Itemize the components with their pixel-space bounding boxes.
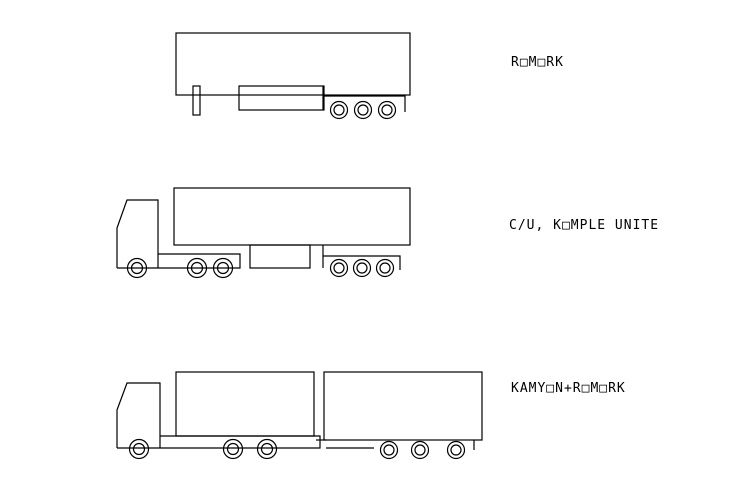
vehicle-label-1: R□M□RK <box>511 55 564 70</box>
landing-leg <box>192 85 201 116</box>
underbody-box <box>238 85 325 111</box>
semi-trailer-drawing <box>175 32 411 120</box>
underbody-box <box>249 244 311 269</box>
wheel <box>329 100 349 120</box>
truck-cab <box>116 382 161 448</box>
tractor-cab <box>116 199 159 268</box>
tractor-chassis <box>117 253 241 269</box>
trailer-box <box>175 32 411 96</box>
wheel <box>446 440 466 460</box>
wheel-arch <box>322 245 401 270</box>
wheel <box>126 257 148 279</box>
wheel <box>212 257 234 279</box>
vehicle-label-2: C/U, K□MPLE UNITE <box>509 218 659 233</box>
truck-trailer-drawing <box>116 371 483 460</box>
wheel <box>329 258 349 278</box>
wheel <box>352 258 372 278</box>
wheel <box>377 100 397 120</box>
wheel <box>375 258 395 278</box>
wheel <box>379 440 399 460</box>
trailer-chassis <box>326 440 475 450</box>
vehicle-label-3: KAMY□N+R□M□RK <box>511 381 626 396</box>
wheel <box>128 438 150 460</box>
trailer-box <box>173 187 411 246</box>
truck-cargo-box <box>175 371 315 437</box>
trailer-box <box>323 371 483 441</box>
wheel <box>256 438 278 460</box>
wheel <box>186 257 208 279</box>
wheel-arch <box>322 86 406 112</box>
wheel <box>353 100 373 120</box>
wheel <box>222 438 244 460</box>
articulated-truck-drawing <box>116 187 411 279</box>
wheel <box>410 440 430 460</box>
